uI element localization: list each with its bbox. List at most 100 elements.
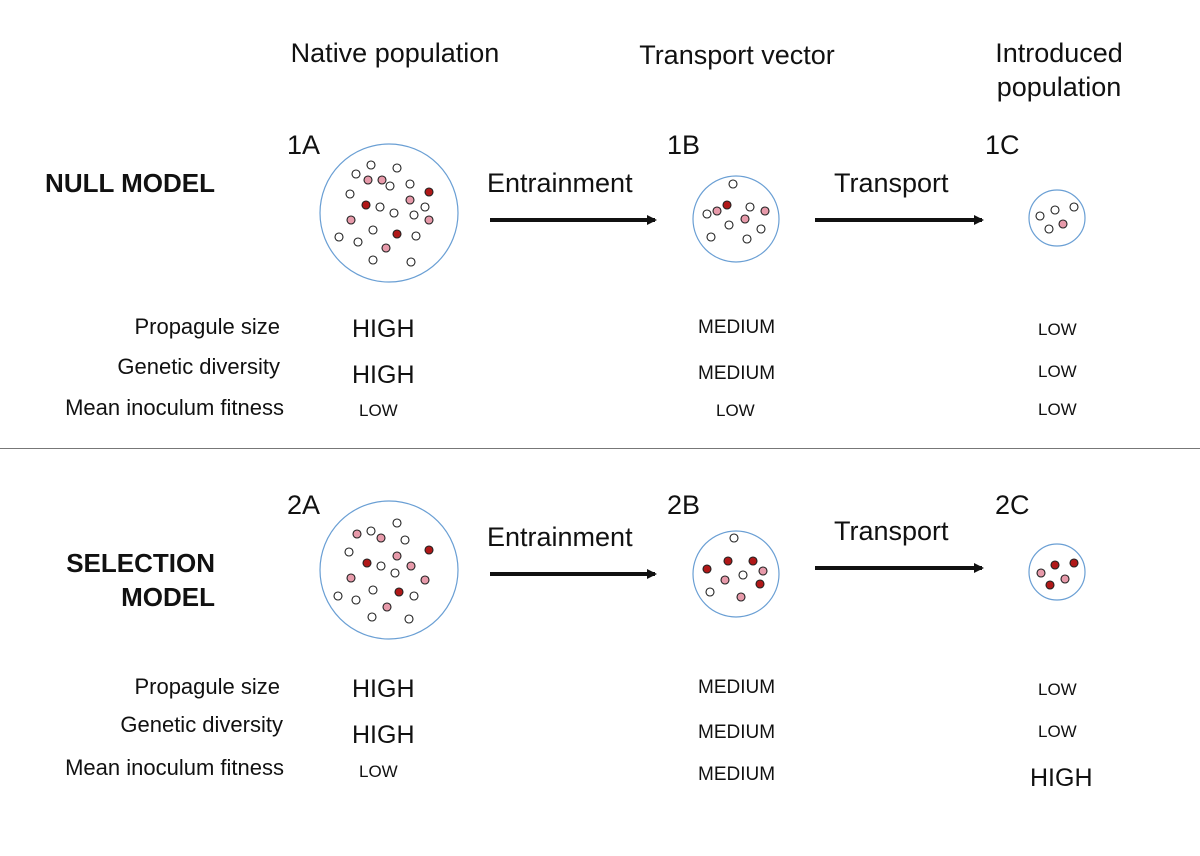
value-fitness-introduced-null: LOW [1038,400,1077,419]
row-label-mean-inoculum-fitness-selection: Mean inoculum fitness [65,755,284,780]
dot [1044,224,1054,234]
row-label-genetic-diversity-null: Genetic diversity [117,354,280,379]
dot [405,179,415,189]
value-propagule-size-vector-selection: MEDIUM [698,677,776,698]
header-introduced-population: Introduced population [995,38,1123,102]
value-genetic-diversity-introduced-selection: LOW [1038,722,1077,741]
row-label-mean-inoculum-fitness-null: Mean inoculum fitness [65,395,284,420]
dot [382,602,392,612]
dot [352,529,362,539]
dot [724,220,734,230]
introduced-population-circle-selection [1028,543,1086,601]
header-transport-vector: Transport vector [639,40,835,70]
value-propagule-size-introduced-selection: LOW [1038,680,1077,699]
transport-vector-circle-selection [692,530,780,618]
value-fitness-vector-selection: MEDIUM [698,764,776,785]
panel-label-2b: 2B [667,490,701,520]
dot [392,551,402,561]
dot [375,202,385,212]
value-propagule-size-vector-null: MEDIUM [698,317,776,338]
panel-label-2a: 2A [287,490,321,520]
dot [705,587,715,597]
dot [720,575,730,585]
dot [381,243,391,253]
dot [760,206,770,216]
dot [409,210,419,220]
dot [729,533,739,543]
row-label-propagule-size-selection: Propagule size [134,674,280,699]
dot [702,209,712,219]
panel-label-2c: 2C [995,490,1030,520]
row-label-propagule-size-null: Propagule size [134,314,280,339]
dot [376,561,386,571]
dot [346,573,356,583]
dot [745,202,755,212]
dot [748,556,758,566]
panel-label-1b: 1B [667,130,701,160]
value-propagule-size-introduced-null: LOW [1038,320,1077,339]
arrow-label-transport-selection: Transport [834,516,949,546]
dot [394,587,404,597]
dot [345,189,355,199]
model-title-null: NULL MODEL [45,168,215,198]
dot [424,215,434,225]
panel-label-1c: 1C [985,130,1020,160]
dots-2b [702,533,768,602]
dot [368,255,378,265]
dot [406,257,416,267]
dots-2c [1036,558,1079,590]
dot [1069,558,1079,568]
arrow-label-transport-null: Transport [834,168,949,198]
dot [404,614,414,624]
dot [1036,568,1046,578]
dots-2a [333,518,434,624]
dot [756,224,766,234]
dot [362,558,372,568]
dot [351,169,361,179]
transport-vector-circle-null [692,175,780,263]
native-population-circle-null [319,143,459,283]
value-genetic-diversity-introduced-null: LOW [1038,362,1077,381]
dot [368,225,378,235]
dot [758,566,768,576]
dot [334,232,344,242]
dot [1050,205,1060,215]
dot [377,175,387,185]
dot [390,568,400,578]
dot [409,591,419,601]
value-genetic-diversity-native-null: HIGH [352,361,415,389]
dot [420,575,430,585]
arrow-label-entrainment-selection: Entrainment [487,522,633,552]
dot [392,229,402,239]
dot [1058,219,1068,229]
dot [723,556,733,566]
dot [392,163,402,173]
value-fitness-native-selection: LOW [359,762,398,781]
dot [712,206,722,216]
native-population-circle-selection [319,500,459,640]
value-propagule-size-native-selection: HIGH [352,675,415,703]
value-genetic-diversity-vector-null: MEDIUM [698,363,776,384]
dot [1069,202,1079,212]
header-native-population: Native population [290,38,500,68]
dot [1045,580,1055,590]
model-title-selection: SELECTION MODEL [66,548,215,612]
dot [392,518,402,528]
value-fitness-native-null: LOW [359,401,398,420]
dot [736,592,746,602]
dot [346,215,356,225]
dot [333,591,343,601]
value-propagule-size-native-null: HIGH [352,315,415,343]
dot [353,237,363,247]
dot [706,232,716,242]
dot [738,570,748,580]
dot [367,612,377,622]
dot [424,187,434,197]
dot [742,234,752,244]
dot [1035,211,1045,221]
dot [368,585,378,595]
dot [366,526,376,536]
dot [406,561,416,571]
dot [400,535,410,545]
